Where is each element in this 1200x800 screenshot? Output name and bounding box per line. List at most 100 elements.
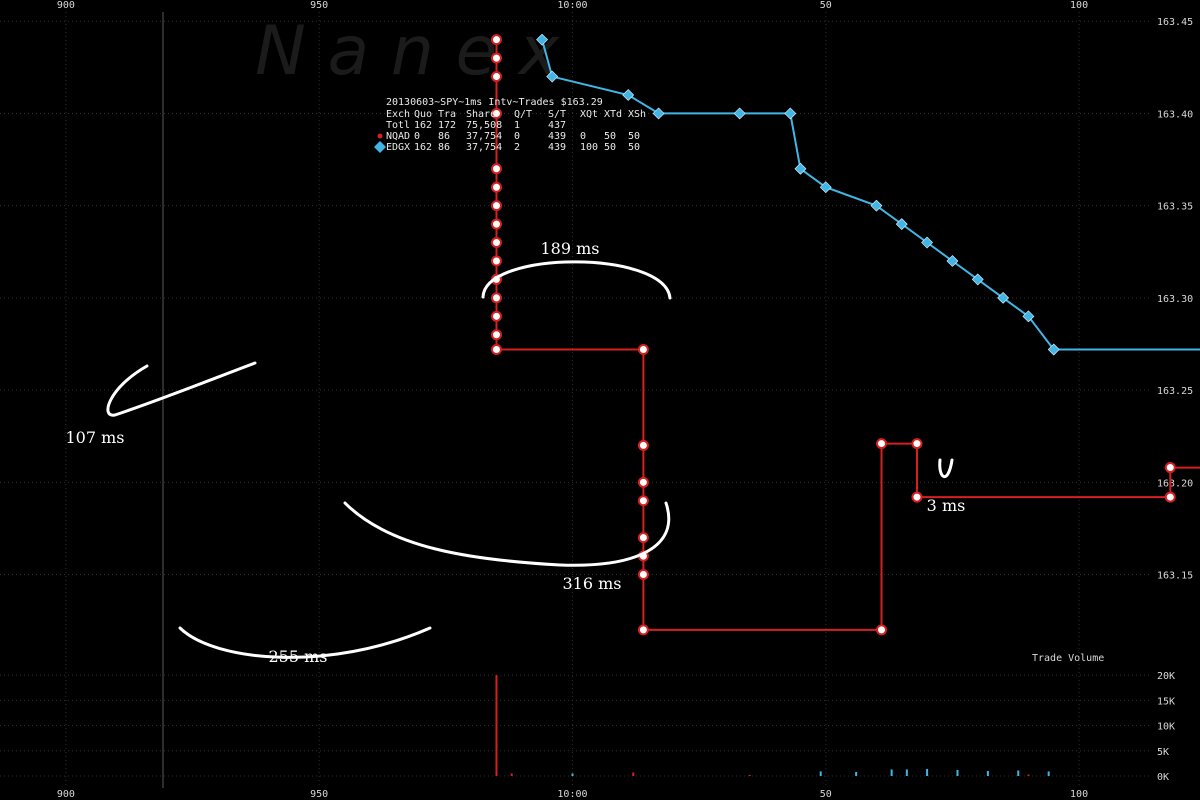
legend-marker-nqad <box>377 133 383 139</box>
legend: 20130603~SPY~1ms Intv~Trades $163.29 Exc… <box>374 97 646 153</box>
volume-tick-label: 5K <box>1157 747 1169 758</box>
point-edgx <box>971 273 984 286</box>
annotation-label: 107 ms <box>65 428 124 447</box>
series-line-edgx <box>541 39 1200 351</box>
legend-cell: 2 <box>514 142 520 153</box>
legend-cell: 37,754 <box>466 142 502 153</box>
volume-bar-nqad <box>495 675 498 776</box>
time-axis-bottom: 90095010:0050100150200250300350400450500… <box>57 789 1088 800</box>
point-nqad <box>490 292 502 304</box>
watermark: N a n e x <box>255 12 560 91</box>
x-tick-label: 900 <box>57 789 75 800</box>
point-nqad <box>875 438 887 450</box>
y-tick-label: 163.45 <box>1157 17 1193 28</box>
legend-cell: Tra <box>438 109 456 120</box>
y-tick-label: 163.15 <box>1157 571 1193 582</box>
point-nqad <box>490 200 502 212</box>
point-edgx <box>1047 343 1060 356</box>
series-markers <box>490 33 1176 636</box>
point-nqad <box>637 344 649 356</box>
legend-cell: EDGX <box>386 142 410 153</box>
point-edgx <box>546 70 559 83</box>
point-nqad <box>1164 462 1176 474</box>
point-nqad <box>490 52 502 64</box>
legend-cell: 0 <box>580 131 586 142</box>
legend-cell: XQt <box>580 109 598 120</box>
point-edgx <box>536 33 548 46</box>
legend-cell: 437 <box>548 120 566 131</box>
point-edgx <box>946 255 959 267</box>
legend-cell: 86 <box>438 131 450 142</box>
point-nqad <box>637 439 649 451</box>
annotation-label: 316 ms <box>562 574 621 593</box>
volume-bar-edgx <box>571 773 574 776</box>
volume-bar-edgx <box>1047 771 1050 776</box>
point-edgx <box>733 107 746 120</box>
point-edgx <box>870 199 883 212</box>
legend-cell: 50 <box>604 131 616 142</box>
volume-tick-label: 0K <box>1157 772 1169 783</box>
volume-bar-edgx <box>1017 770 1020 776</box>
annotation-label: 189 ms <box>540 239 599 258</box>
legend-cell: 100 <box>580 142 598 153</box>
point-edgx <box>1022 310 1035 323</box>
legend-cell: NQAD <box>386 131 410 142</box>
legend-cell: 50 <box>628 131 640 142</box>
volume-bar-edgx <box>956 769 959 776</box>
legend-cell: Totl <box>386 120 410 131</box>
point-nqad <box>875 624 887 636</box>
legend-cell: 439 <box>548 131 566 142</box>
x-tick-label: 950 <box>310 789 328 800</box>
time-axis-top: 90095010:0050100150200250300350400450500… <box>57 0 1088 11</box>
volume-bar-edgx <box>986 770 989 776</box>
point-nqad <box>490 107 502 119</box>
chart-title: 20130603~SPY~1ms Intv~Trades $163.29 <box>386 97 603 108</box>
legend-cell: 0 <box>414 131 420 142</box>
x-tick-label: 100 <box>1070 789 1088 800</box>
point-nqad <box>490 181 502 193</box>
point-nqad <box>911 491 923 503</box>
arc-255ms <box>178 626 432 659</box>
legend-cell: S/T <box>548 109 566 120</box>
point-nqad <box>490 237 502 249</box>
price-axis: 163.15163.20163.25163.30163.35163.40163.… <box>1157 17 1193 581</box>
point-nqad <box>490 255 502 267</box>
point-nqad <box>490 163 502 175</box>
legend-cell: 75,508 <box>466 120 502 131</box>
y-tick-label: 163.25 <box>1157 386 1193 397</box>
point-edgx <box>794 162 807 175</box>
point-edgx <box>622 89 635 101</box>
y-tick-label: 163.35 <box>1157 202 1193 213</box>
legend-cell: 162 <box>414 142 432 153</box>
y-tick-label: 163.40 <box>1157 109 1193 120</box>
volume-bar-edgx <box>905 769 908 776</box>
legend-cell: Q/T <box>514 109 532 120</box>
y-tick-label: 163.20 <box>1157 478 1193 489</box>
point-nqad <box>637 624 649 636</box>
point-nqad <box>490 34 502 46</box>
arc-189ms <box>481 260 672 300</box>
point-nqad <box>490 344 502 356</box>
point-nqad <box>637 569 649 581</box>
legend-cell: 162 <box>414 120 432 131</box>
volume-bar-nqad <box>748 774 751 776</box>
point-nqad <box>637 495 649 507</box>
legend-cell: 172 <box>438 120 456 131</box>
point-edgx <box>652 107 665 120</box>
x-tick-label: 10:00 <box>557 789 587 800</box>
arc-316ms <box>343 501 671 567</box>
annotation-arcs <box>106 260 954 659</box>
point-edgx <box>784 107 797 120</box>
volume-panel-title: Trade Volume <box>1032 653 1104 664</box>
arc-3ms <box>938 458 954 478</box>
volume-bar-edgx <box>819 771 822 776</box>
point-nqad <box>490 310 502 322</box>
legend-cell: XSh <box>628 109 646 120</box>
volume-bar-nqad <box>632 772 635 776</box>
point-nqad <box>490 329 502 341</box>
point-nqad <box>490 71 502 83</box>
legend-cell: Exch <box>386 109 410 120</box>
